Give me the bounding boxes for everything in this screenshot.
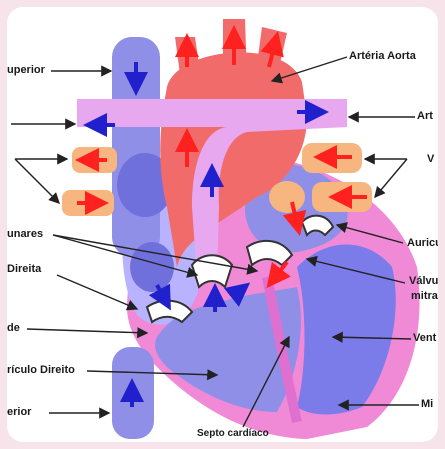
label-valvula-mitral-1: Válvul	[409, 275, 438, 288]
label-vena-cava-inferior: erior	[7, 406, 31, 419]
label-septo-cardiaco: Septo cardíaco	[197, 427, 269, 440]
label-auricula-esquerda: Auricu	[407, 237, 438, 250]
label-miocardio: Mi	[421, 398, 433, 411]
label-arteria-pulmonar: Art	[417, 110, 433, 123]
label-ventriculo-esquerdo: Vent	[413, 332, 436, 345]
label-ventriculo-direito: rículo Direito	[7, 364, 75, 377]
label-vena-cava-superior: uperior	[7, 64, 45, 77]
label-valvula-tricuspide: de	[7, 322, 20, 335]
label-atrio-direito: Direita	[7, 263, 41, 276]
label-veias-pulmonares: V	[427, 153, 434, 166]
label-arteria-aorta: Artéria Aorta	[349, 50, 416, 63]
label-valvula-mitral-2: mitral	[411, 290, 438, 303]
diagram-frame: uperior Artéria Aorta Art V unares Direi…	[7, 7, 438, 442]
pulm-vein-opening	[269, 181, 305, 213]
pulmonary-artery-left	[77, 99, 127, 127]
label-valvulas-semilunares: unares	[7, 228, 43, 241]
